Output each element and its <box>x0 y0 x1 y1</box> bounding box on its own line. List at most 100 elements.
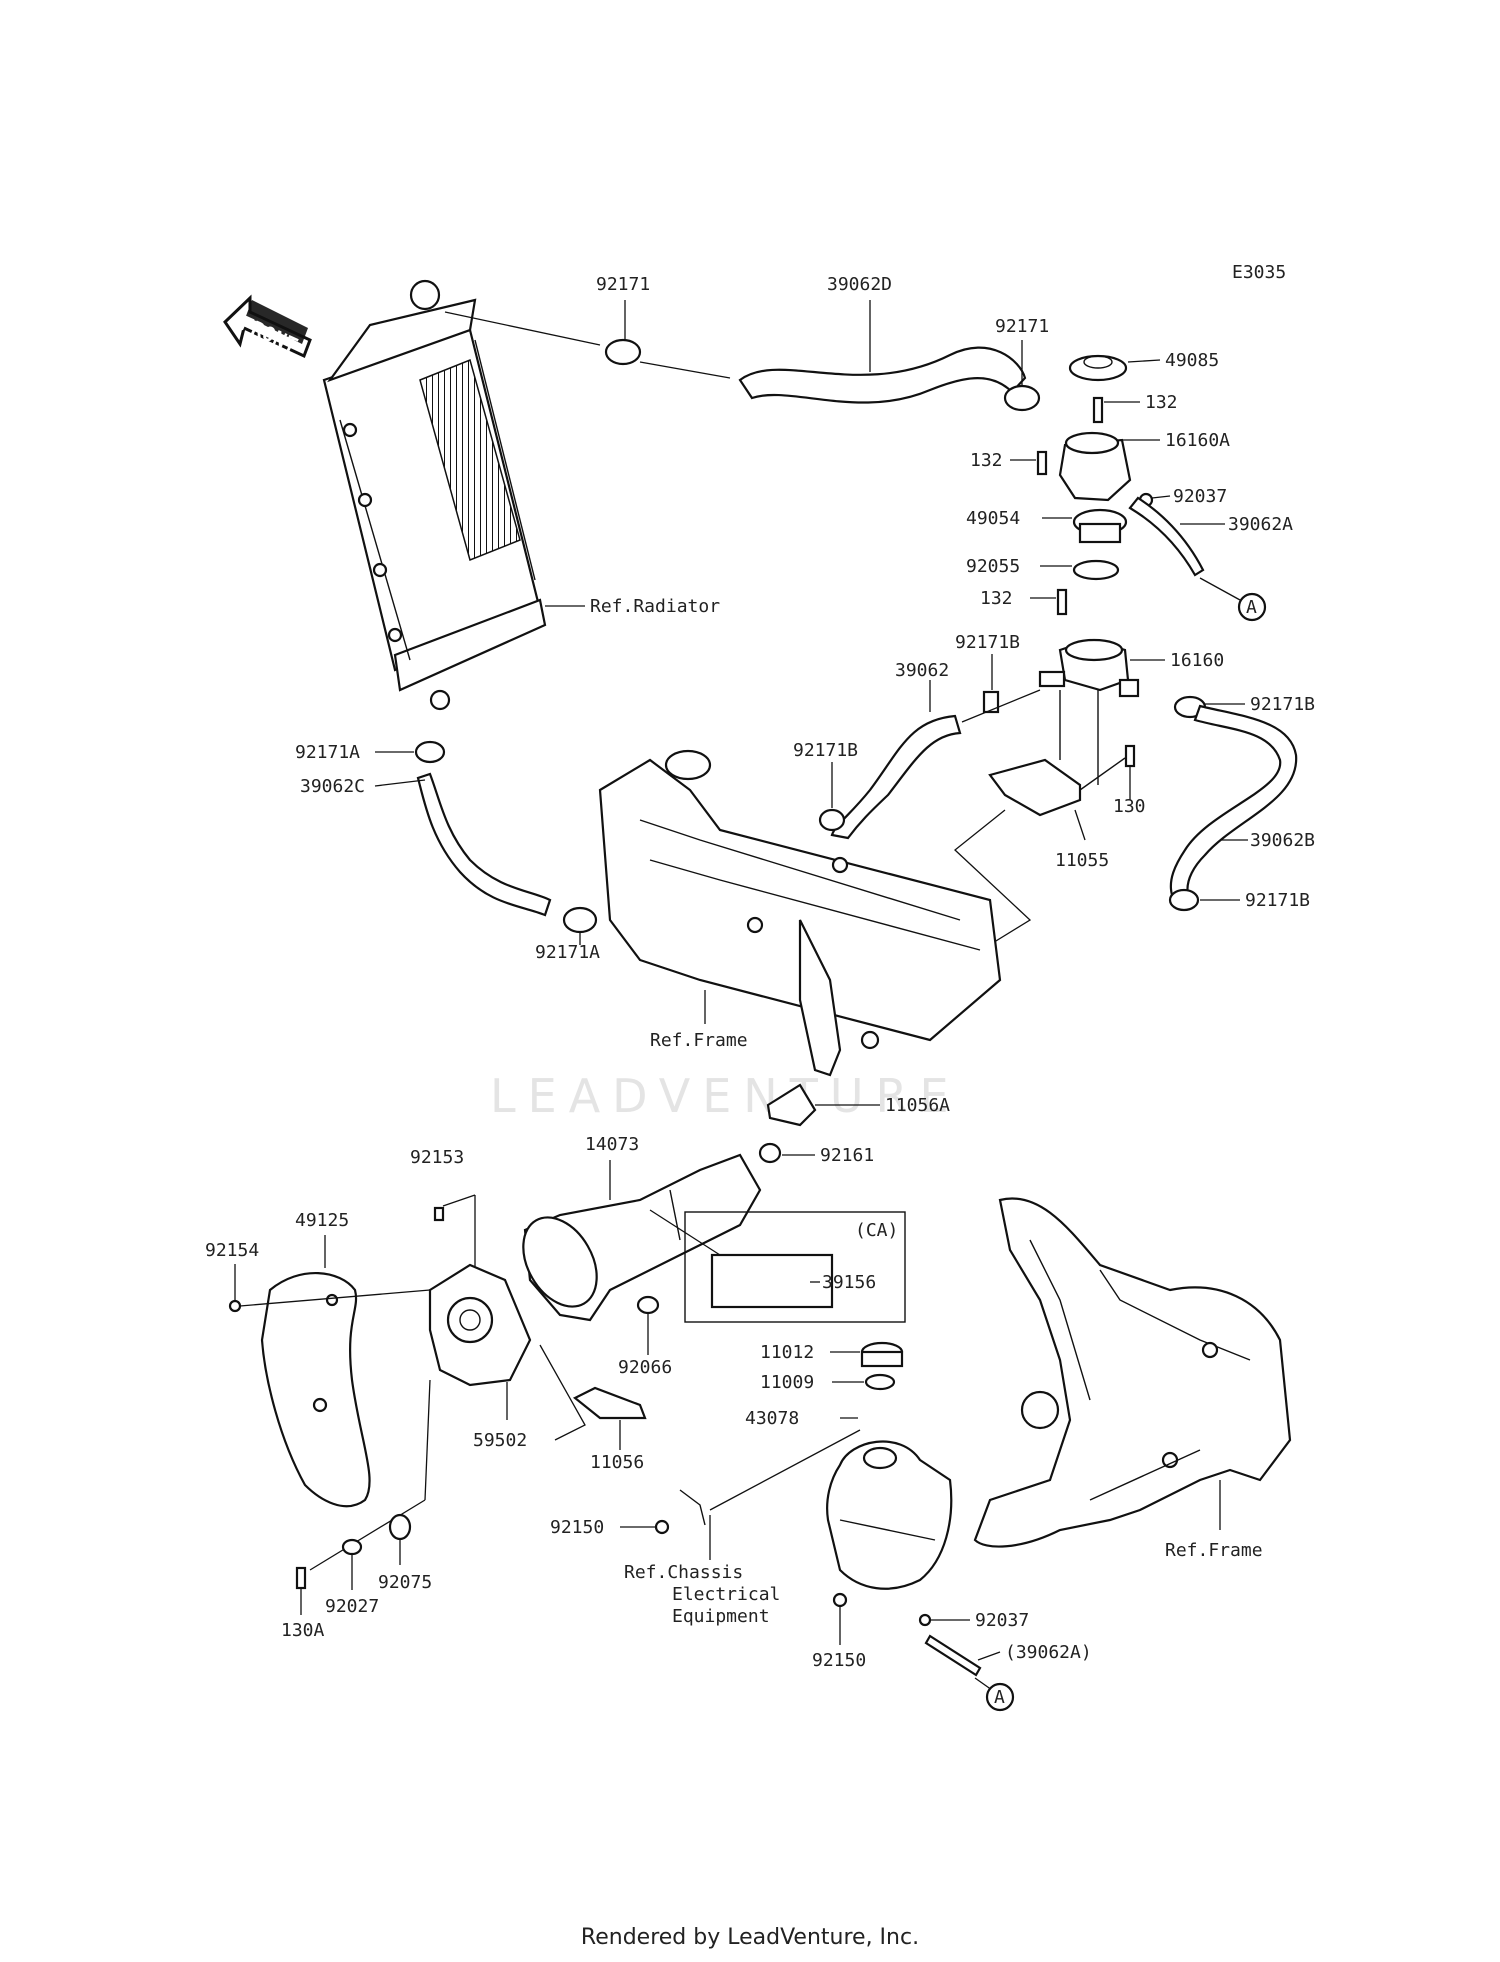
label-92171B-c: 92171B <box>1250 694 1315 715</box>
clamp-92171A-a <box>414 740 446 764</box>
label-92150-b: 92150 <box>812 1650 866 1671</box>
clip-92037-bottom <box>918 1613 932 1627</box>
ref-chassis-2: Electrical <box>672 1584 780 1605</box>
label-14073: 14073 <box>585 1134 639 1155</box>
bolt-92153 <box>433 1206 445 1222</box>
label-11056: 11056 <box>590 1452 644 1473</box>
frame-upper <box>598 749 1002 1077</box>
bolt-132-a <box>1092 396 1104 424</box>
bracket-11055 <box>988 758 1082 817</box>
callout-a-bottom <box>985 1682 1015 1712</box>
front-arrow-icon: FRONT <box>223 294 312 359</box>
label-92161: 92161 <box>820 1145 874 1166</box>
label-92037-bottom: 92037 <box>975 1610 1029 1631</box>
label-39062B: 39062B <box>1250 830 1315 851</box>
bushing-92075 <box>388 1513 412 1541</box>
bolt-132-b <box>1036 450 1048 476</box>
label-92153: 92153 <box>410 1147 464 1168</box>
label-92171-right: 92171 <box>995 316 1049 337</box>
label-92075: 92075 <box>378 1572 432 1593</box>
reservoir-43078 <box>826 1440 953 1590</box>
label-132-b: 132 <box>970 450 1003 471</box>
bolt-92150-a <box>654 1519 670 1535</box>
label-49125: 49125 <box>295 1210 349 1231</box>
washer-92027 <box>341 1538 363 1556</box>
label-92055: 92055 <box>966 556 1020 577</box>
label-92171B-b: 92171B <box>793 740 858 761</box>
frame-lower <box>973 1197 1292 1548</box>
label-11055: 11055 <box>1055 850 1109 871</box>
footer-credit: Rendered by LeadVenture, Inc. <box>580 1925 920 1950</box>
clamp-92171B-d <box>1168 888 1200 912</box>
clamp-92171B-a <box>982 690 1000 714</box>
label-11009: 11009 <box>760 1372 814 1393</box>
hose-39062D <box>738 346 1027 404</box>
label-16160: 16160 <box>1170 650 1224 671</box>
hose-39062C <box>416 772 552 917</box>
housing-16160A <box>1058 431 1132 502</box>
label-92171B-d: 92171B <box>1245 890 1310 911</box>
ref-frame-lower: Ref.Frame <box>1165 1540 1263 1561</box>
bracket-11056 <box>572 1386 647 1420</box>
callout-a-bottom-label: A <box>994 1687 1005 1708</box>
ref-radiator: Ref.Radiator <box>590 596 720 617</box>
ref-chassis-1: Ref.Chassis <box>624 1562 743 1583</box>
label-92154: 92154 <box>205 1240 259 1261</box>
label-92171A-b: 92171A <box>535 942 600 963</box>
label-92171B-a: 92171B <box>955 632 1020 653</box>
label-132-a: 132 <box>1145 392 1178 413</box>
label-92171-top: 92171 <box>596 274 650 295</box>
ref-frame-upper: Ref.Frame <box>650 1030 748 1051</box>
ca-box <box>684 1211 906 1323</box>
label-11012: 11012 <box>760 1342 814 1363</box>
label-43078: 43078 <box>745 1408 799 1429</box>
label-39156: 39156 <box>822 1272 876 1293</box>
bolt-130A <box>295 1566 307 1590</box>
clamp-92171B-b <box>818 808 846 832</box>
label-39062C: 39062C <box>300 776 365 797</box>
label-92037-top: 92037 <box>1173 486 1227 507</box>
bolt-92150-b <box>832 1592 848 1608</box>
label-39062: 39062 <box>895 660 949 681</box>
cover-49125 <box>260 1271 371 1508</box>
label-49085: 49085 <box>1165 350 1219 371</box>
bolt-92154 <box>228 1299 242 1313</box>
grommet-92066 <box>636 1295 660 1315</box>
label-130: 130 <box>1113 796 1146 817</box>
ca-label: (CA) <box>855 1220 898 1241</box>
label-11056A: 11056A <box>885 1095 950 1116</box>
clamp-92171-right <box>1003 384 1041 412</box>
radiator <box>322 279 547 711</box>
bracket-11056A <box>766 1083 817 1127</box>
label-92066: 92066 <box>618 1357 672 1378</box>
diagram-code: E3035 <box>1232 262 1286 283</box>
duct-14073 <box>522 1153 762 1322</box>
label-sticker-39156 <box>710 1253 834 1309</box>
chassis-bracket <box>679 1489 706 1526</box>
callout-a-top-label: A <box>1246 597 1257 618</box>
bolt-130 <box>1124 744 1136 768</box>
label-16160A: 16160A <box>1165 430 1230 451</box>
label-39062D: 39062D <box>827 274 892 295</box>
label-92171A-a: 92171A <box>295 742 360 763</box>
label-132-c: 132 <box>980 588 1013 609</box>
pump-59502 <box>428 1263 532 1387</box>
hose-39062A <box>1128 496 1205 577</box>
clamp-92171-top <box>604 338 642 366</box>
label-59502: 59502 <box>473 1430 527 1451</box>
label-92027: 92027 <box>325 1596 379 1617</box>
callout-a-top <box>1237 592 1267 622</box>
grommet-92161 <box>758 1142 782 1164</box>
hose-39062 <box>830 714 962 840</box>
label-39062A-ref: (39062A) <box>1005 1642 1092 1663</box>
clamp-92171A-b <box>562 906 598 934</box>
oring-92055 <box>1072 559 1120 581</box>
label-92150-a: 92150 <box>550 1517 604 1538</box>
hose-39062A-ref <box>924 1634 982 1677</box>
hose-39062B <box>1169 704 1298 897</box>
housing-16160 <box>1038 638 1140 698</box>
label-49054: 49054 <box>966 508 1020 529</box>
ref-chassis-3: Equipment <box>672 1606 770 1627</box>
bolt-132-c <box>1056 588 1068 616</box>
